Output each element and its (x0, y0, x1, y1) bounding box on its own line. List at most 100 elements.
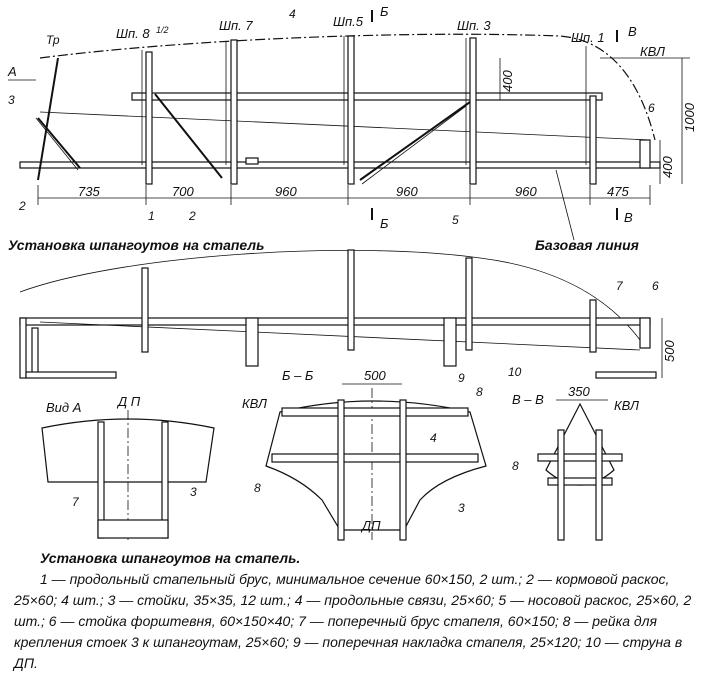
num-8c: 8 (512, 459, 519, 473)
plan-post-3 (465, 257, 473, 351)
bow-brace (359, 101, 471, 181)
section-bb-title: Б – Б (282, 368, 314, 383)
label-kvl-top: КВЛ (640, 44, 665, 59)
label-frame-8-frac: 1/2 (156, 25, 169, 35)
chine-line (39, 111, 651, 141)
stern-brace-b (154, 93, 223, 179)
mark-v-top: В (628, 24, 637, 39)
mark-b-bottom: Б (380, 216, 389, 231)
label-frame-5: Шп.5 (333, 14, 364, 29)
mark-v-bottom: В (624, 210, 633, 225)
baseline-leader (555, 169, 575, 241)
num-7b: 7 (72, 495, 80, 509)
num-6a: 6 (648, 101, 655, 115)
view-a-transom (41, 418, 215, 483)
dim-960b: 960 (396, 184, 418, 199)
dim-1000: 1000 (682, 102, 697, 132)
num-3: 3 (8, 93, 15, 107)
boat-frame-stocks-drawing: 735 700 960 960 960 475 400 400 1000 Тр … (7, 4, 697, 541)
view-a-base (97, 519, 169, 539)
plan-outline (19, 250, 641, 341)
dim-ticks (37, 185, 651, 205)
caption-body: 1 — продольный стапельный брус, минималь… (14, 571, 692, 671)
bow-brace-edge (361, 105, 467, 185)
dim-700: 700 (172, 184, 194, 199)
num-4b: 4 (430, 431, 437, 445)
plan-post-4 (589, 299, 597, 353)
dim-960c: 960 (515, 184, 537, 199)
dim-500-side: 500 (662, 340, 677, 362)
num-2a: 2 (18, 199, 26, 213)
frame-post-7 (230, 39, 238, 185)
label-frame-3: Шп. 3 (457, 18, 491, 33)
section-vv-title: В – В (512, 392, 544, 407)
plan-post-1 (141, 267, 149, 353)
sheer-line (39, 33, 656, 141)
section-vv-post-l (557, 429, 565, 541)
side-elevation: 735 700 960 960 960 475 400 400 1000 Тр … (7, 4, 697, 241)
dim-400b: 400 (660, 156, 675, 178)
label-frame-7: Шп. 7 (219, 18, 253, 33)
section-vv: В – В 350 КВЛ 8 (512, 384, 639, 541)
num-2b: 2 (188, 209, 196, 223)
view-a-dp: Д П (116, 394, 141, 409)
num-5: 5 (452, 213, 459, 227)
section-bb-post-l (337, 399, 345, 541)
num-3c: 3 (458, 501, 465, 515)
figure-caption: Установка шпангоутов на стапель. 1 — про… (14, 548, 709, 674)
num-7a: 7 (616, 279, 624, 293)
num-1: 1 (148, 209, 155, 223)
section-vv-hull (545, 402, 615, 486)
plan-string (39, 321, 641, 351)
dim-350: 350 (568, 384, 590, 399)
mark-b-top: Б (380, 4, 389, 19)
stern-brace-a (37, 117, 81, 169)
plan-stern-post-b (31, 327, 39, 375)
stocks-beam (19, 161, 661, 169)
num-4: 4 (289, 7, 296, 21)
longitudinal-tie (131, 92, 603, 101)
plan-stem (639, 317, 651, 349)
transom (37, 57, 59, 181)
label-frame-1: Шп. 1 (571, 30, 605, 45)
plan-pad-1 (245, 317, 259, 367)
plan-pad-2 (443, 317, 457, 367)
section-bb-dp: ДП (360, 518, 381, 533)
stocks-plate (245, 157, 259, 165)
dim-960a: 960 (275, 184, 297, 199)
label-frame-8: Шп. 8 (116, 26, 150, 41)
num-8a: 8 (476, 385, 483, 399)
section-vv-post-r (595, 429, 603, 541)
view-a: Вид А Д П 7 3 (41, 394, 215, 540)
section-bb-kvl: КВЛ (242, 396, 267, 411)
frame-post-5 (347, 35, 355, 185)
num-3b: 3 (190, 485, 197, 499)
frame-post-8 (145, 51, 153, 185)
section-bb-post-r (399, 399, 407, 541)
section-vv-bar-low (547, 477, 613, 486)
plan-bow-cross (595, 371, 657, 379)
dim-735: 735 (78, 184, 100, 199)
frame-post-3 (469, 37, 477, 185)
num-10: 10 (508, 365, 522, 379)
view-a-title: Вид А (46, 400, 81, 415)
plan-beam (19, 317, 651, 326)
num-8b: 8 (254, 481, 261, 495)
stem-post (639, 139, 651, 169)
plan-view: 500 7 6 9 10 (19, 249, 677, 385)
num-9: 9 (458, 371, 465, 385)
section-vv-kvl: КВЛ (614, 398, 639, 413)
dim-500-bb: 500 (364, 368, 386, 383)
section-bb-bar-low (271, 453, 479, 463)
label-transom: Тр (46, 33, 60, 47)
base-line-label: Базовая линия (535, 237, 639, 253)
frame-post-1 (589, 95, 597, 185)
section-vv-bar (537, 453, 623, 462)
stern-brace-a-edge (35, 117, 79, 171)
plan-stern-post (19, 317, 27, 379)
section-bb: Б – Б 500 КВЛ 8 4 8 3 ДП (242, 368, 487, 541)
top-title: Установка шпангоутов на стапель (8, 237, 264, 253)
num-6b: 6 (652, 279, 659, 293)
plan-stern-cross (25, 371, 117, 379)
dim-400a: 400 (500, 70, 515, 92)
